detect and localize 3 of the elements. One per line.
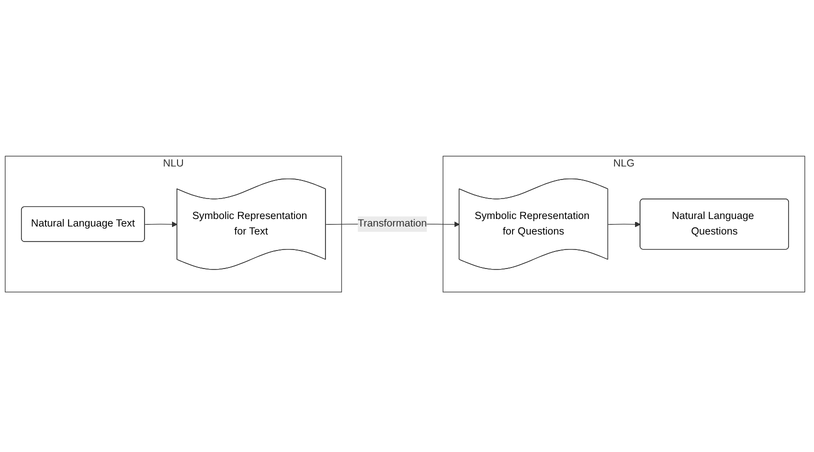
arrow bbox=[608, 221, 641, 228]
arrow bbox=[144, 221, 178, 228]
edge-label: Transformation bbox=[358, 218, 427, 230]
